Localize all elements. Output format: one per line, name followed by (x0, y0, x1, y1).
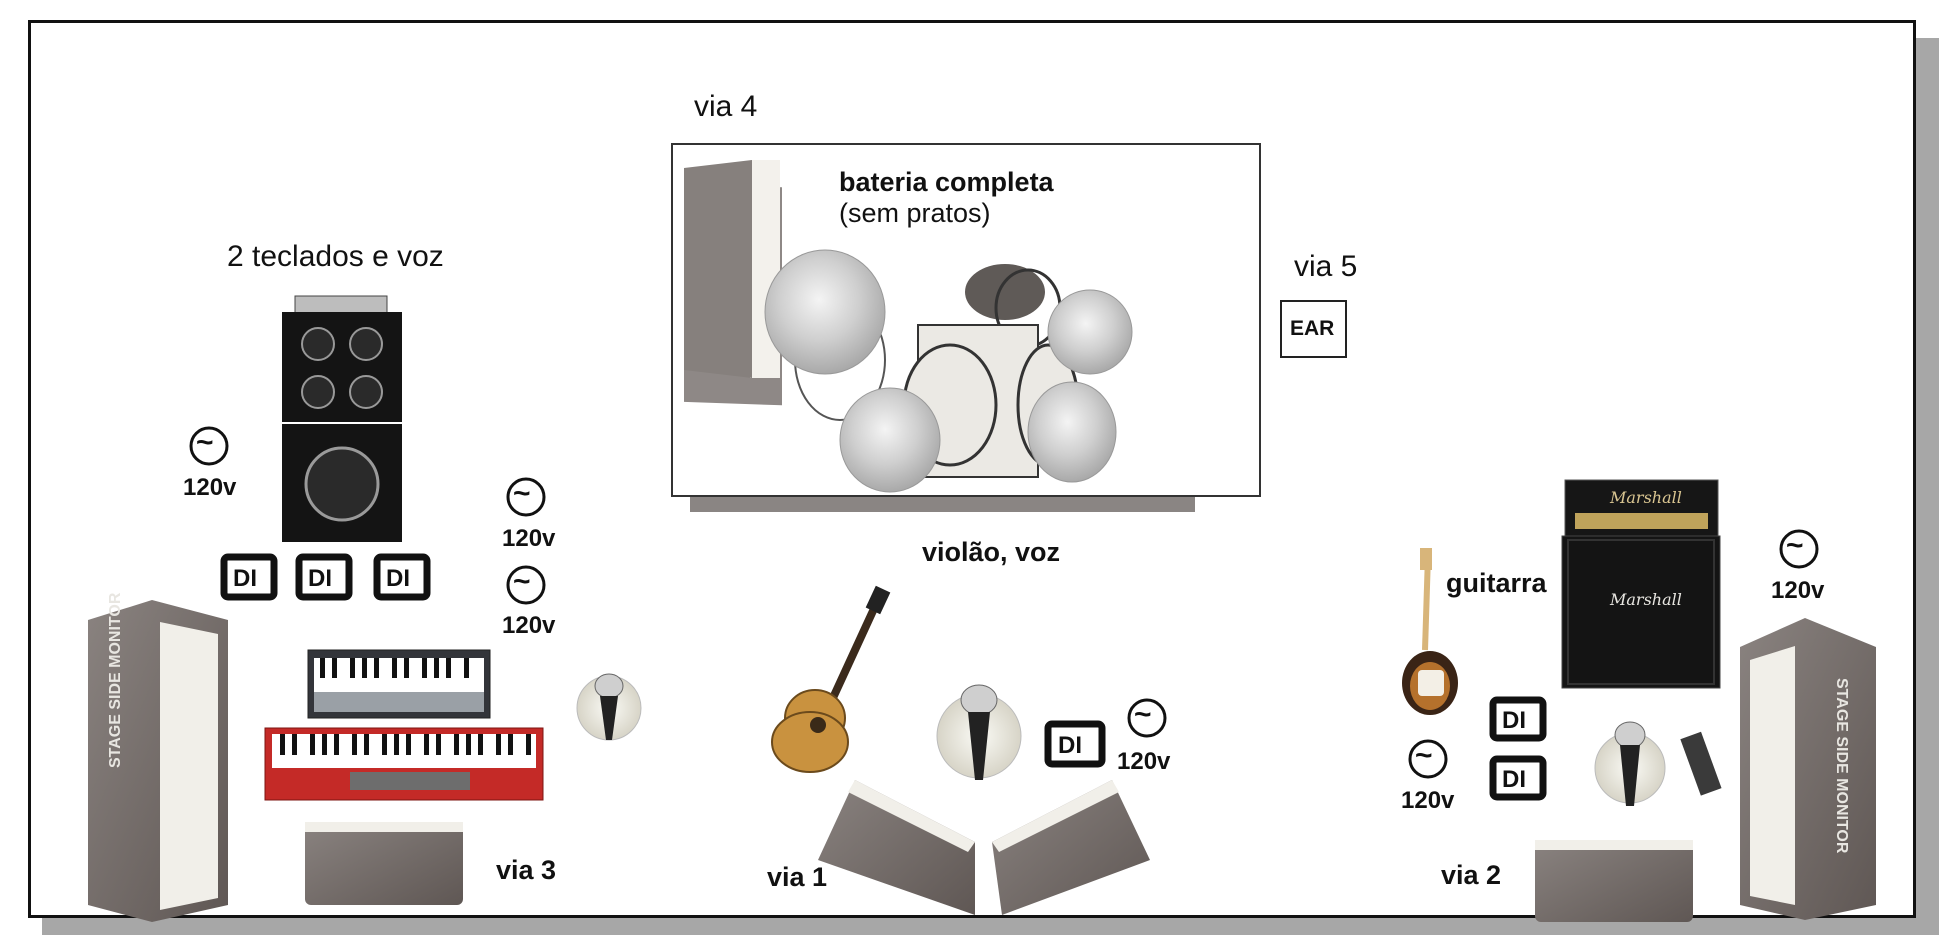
drums-title-label: bateria completa (839, 167, 1054, 197)
via3-label: via 3 (496, 855, 557, 885)
power-symbol-circles (189, 426, 1819, 779)
di-box-label: DI (386, 565, 410, 592)
stage-piano-keyboard-icon (264, 727, 544, 801)
marshall-head-brand: Marshall (1610, 488, 1682, 507)
via1-label: via 1 (767, 862, 828, 892)
acoustic-guitar-icon (771, 585, 891, 773)
keys-title-label: 2 teclados e voz (227, 240, 444, 273)
power-120v-label: 120v (1401, 787, 1455, 814)
power-symbol-icon: ~ (1786, 529, 1804, 562)
ear-monitor-box (1280, 300, 1347, 358)
power-symbol-icon: ~ (1415, 739, 1433, 772)
power-symbol-icon: ~ (196, 426, 214, 459)
floor-wedge-via1-right (992, 780, 1150, 915)
drums-subtitle-label: (sem pratos) (839, 198, 991, 228)
via5-label: via 5 (1294, 250, 1358, 283)
di-box-label: DI (1058, 732, 1082, 759)
mic-guitar-icon (1594, 721, 1666, 806)
di-box-label: DI (1502, 707, 1526, 734)
stage-side-monitor-right (1740, 618, 1876, 920)
di-box-frames (220, 553, 1547, 801)
drum-kit-icon (764, 249, 1133, 493)
electric-guitar-icon (1402, 548, 1458, 715)
power-120v-label: 120v (1771, 577, 1825, 604)
stage-side-monitor-left-label: STAGE SIDE MONITOR (107, 592, 124, 768)
floor-wedge-via2 (1535, 840, 1693, 922)
power-symbol-icon: ~ (1134, 698, 1152, 731)
power-120v-label: 120v (1117, 748, 1171, 775)
guitar-label: guitarra (1446, 568, 1547, 598)
power-symbol-icon: ~ (513, 565, 531, 598)
keyboard-amp-stack-icon (282, 295, 402, 542)
ear-box-label: EAR (1290, 317, 1335, 340)
acoustic-label: violão, voz (922, 537, 1061, 567)
power-120v-label: 120v (502, 525, 556, 552)
via4-label: via 4 (694, 90, 758, 123)
marshall-amp-stack-icon (1561, 479, 1721, 689)
power-120v-label: 120v (502, 612, 556, 639)
synth-keyboard-icon (307, 649, 491, 719)
marshall-cab-brand: Marshall (1610, 590, 1682, 609)
stage-side-monitor-right-label: STAGE SIDE MONITOR (1833, 678, 1850, 854)
floor-wedge-via1-left (818, 780, 975, 915)
floor-wedge-via3 (305, 822, 463, 905)
mic-acoustic-icon (936, 684, 1022, 780)
di-box-label: DI (233, 565, 257, 592)
power-symbol-icon: ~ (513, 477, 531, 510)
di-box-label: DI (1502, 766, 1526, 793)
di-box-label: DI (308, 565, 332, 592)
via2-label: via 2 (1441, 860, 1502, 890)
effects-pedal-icon (1680, 731, 1722, 796)
mic-keys-icon (576, 673, 642, 741)
stage-side-monitor-left (88, 600, 228, 922)
power-120v-label: 120v (183, 474, 237, 501)
